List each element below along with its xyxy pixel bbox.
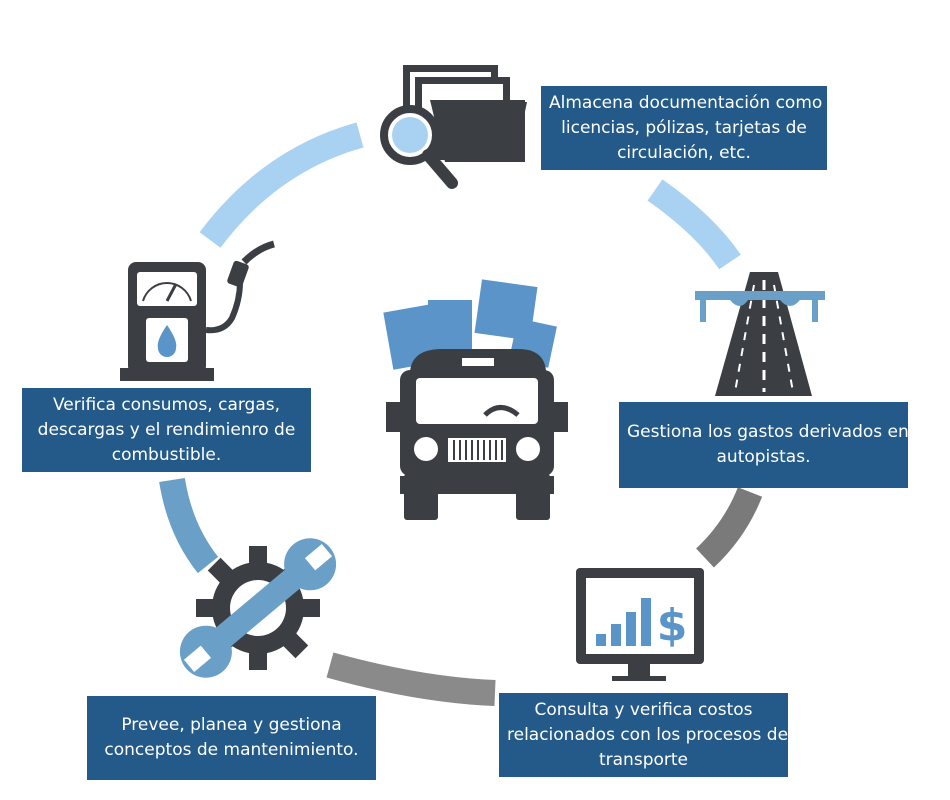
step-maintenance-line-1: Prevee, planea y gestiona bbox=[121, 715, 342, 735]
highway-icon bbox=[695, 272, 825, 396]
arc-documents-to-highways bbox=[647, 179, 741, 270]
arc-fuel-to-documents bbox=[199, 122, 364, 248]
step-box-highways: Gestiona los gastos derivados en autopis… bbox=[619, 402, 909, 488]
step-fuel-line-3: combustible. bbox=[111, 444, 222, 465]
folder-search-icon bbox=[380, 65, 527, 189]
step-box-fuel: Verifica consumos, cargas, descargas y e… bbox=[22, 388, 311, 472]
step-costs-line-3: transporte bbox=[598, 749, 688, 770]
fuel-pump-icon bbox=[120, 240, 275, 381]
step-box-costs: Consulta y verifica costos relacionados … bbox=[499, 693, 788, 777]
step-costs-line-1: Consulta y verifica costos bbox=[534, 699, 753, 720]
step-documents-line-2: licencias, pólizas, tarjetas de bbox=[561, 117, 807, 138]
step-costs-line-2: relacionados con los procesos de bbox=[507, 724, 789, 745]
step-highways-line-2: autopistas. bbox=[716, 447, 811, 467]
cycle-arcs bbox=[159, 122, 763, 706]
step-box-maintenance: Prevee, planea y gestiona conceptos de m… bbox=[87, 696, 376, 780]
arc-highways-to-costs bbox=[695, 487, 763, 568]
arc-maintenance-to-costs bbox=[326, 652, 496, 706]
step-maintenance-line-2: conceptos de mantenimiento. bbox=[104, 740, 359, 760]
step-fuel-line-1: Verifica consumos, cargas, bbox=[52, 394, 281, 415]
step-box-documents: Almacena documentación como licencias, p… bbox=[541, 86, 827, 170]
wrench-gear-icon bbox=[179, 538, 337, 678]
step-documents-line-3: circulación, etc. bbox=[617, 142, 751, 163]
monitor-dollar-chart-icon: $ bbox=[576, 568, 704, 681]
delivery-truck-icon bbox=[383, 279, 568, 520]
arc-fuel-to-maintenance bbox=[159, 477, 219, 574]
step-fuel-line-2: descargas y el rendimienro de bbox=[37, 419, 296, 440]
svg-text:$: $ bbox=[657, 600, 688, 651]
step-highways-line-1: Gestiona los gastos derivados en bbox=[627, 422, 909, 442]
step-documents-line-1: Almacena documentación como bbox=[549, 92, 823, 113]
